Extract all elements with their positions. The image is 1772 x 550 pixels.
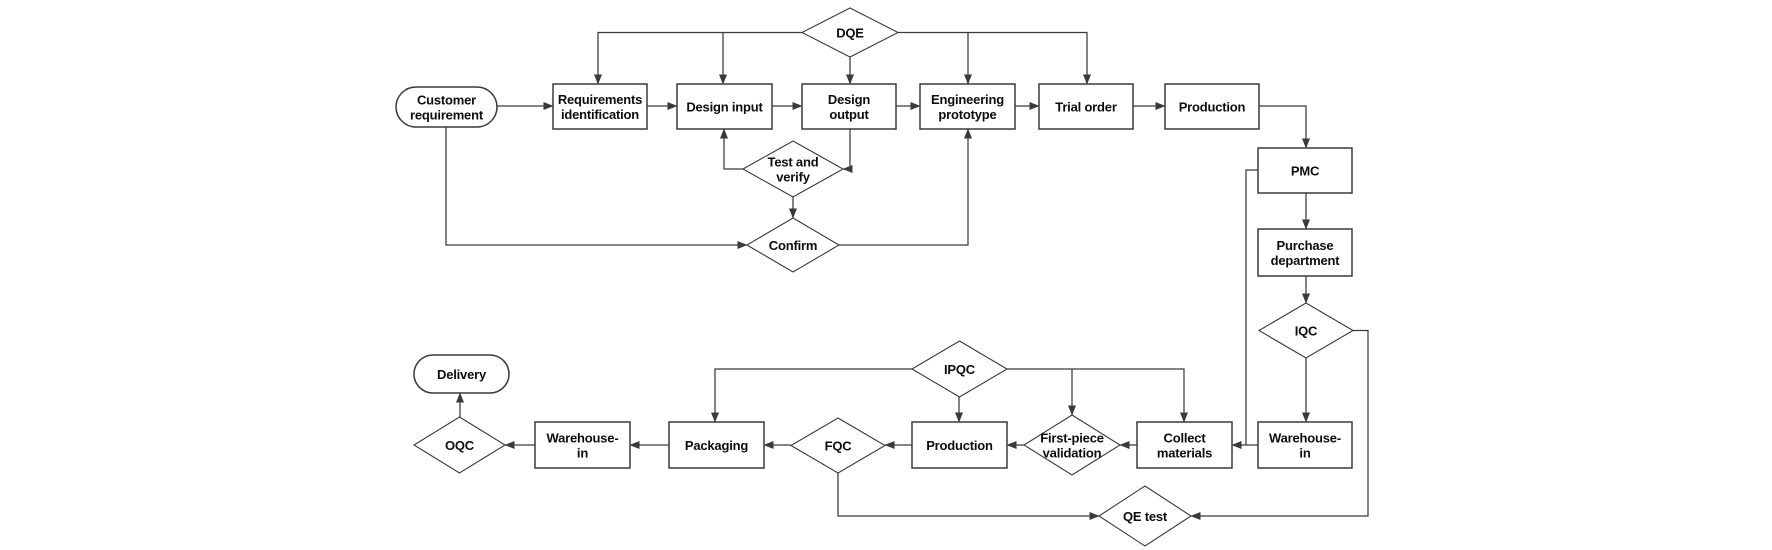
diamond-shape bbox=[741, 140, 845, 198]
node-warehouse-in-left: Warehouse-in bbox=[534, 421, 631, 469]
node-label-fqc: FQC bbox=[825, 439, 853, 454]
diamond-shape bbox=[412, 416, 507, 474]
box-shape bbox=[668, 421, 765, 469]
diamond-shape bbox=[1097, 485, 1193, 547]
node-label-qe-test: QE test bbox=[1123, 509, 1168, 524]
box-shape bbox=[1257, 421, 1353, 469]
node-label-production-top: Production bbox=[1179, 100, 1246, 115]
edge-design-output--test-and-verify bbox=[842, 129, 853, 173]
box-shape bbox=[534, 421, 631, 469]
node-delivery: Delivery bbox=[413, 354, 510, 394]
node-label-dqe: DQE bbox=[836, 26, 864, 41]
diamond-shape bbox=[800, 7, 900, 58]
node-label-confirm: Confirm bbox=[769, 238, 817, 253]
node-label-packaging: Packaging bbox=[685, 438, 748, 453]
node-iqc: IQC bbox=[1257, 302, 1355, 359]
edge-confirm--engineering-prototype bbox=[839, 128, 972, 246]
edge-production-top--pmc bbox=[1259, 105, 1310, 149]
node-pmc: PMC bbox=[1257, 147, 1353, 194]
node-production-bottom: Production bbox=[911, 421, 1008, 469]
box-shape bbox=[1164, 83, 1260, 130]
node-label-design-input: Design input bbox=[686, 100, 763, 115]
box-shape bbox=[1038, 83, 1134, 130]
edge-customer-requirement--confirm bbox=[445, 127, 748, 249]
node-confirm: Confirm bbox=[745, 217, 841, 273]
node-label-warehouse-in-right: Warehouse-in bbox=[1269, 431, 1341, 461]
edge-dqe--requirements-identification bbox=[594, 31, 802, 85]
node-trial-order: Trial order bbox=[1038, 83, 1134, 130]
edge-iqc--qe-test bbox=[1190, 329, 1369, 520]
edge-ipqc--packaging bbox=[711, 368, 912, 423]
stadium-shape bbox=[413, 354, 510, 394]
diamond-shape bbox=[745, 217, 841, 273]
node-ipqc: IPQC bbox=[910, 340, 1009, 398]
node-label-delivery: Delivery bbox=[437, 367, 487, 382]
node-fqc: FQC bbox=[789, 417, 887, 474]
diamond-shape bbox=[1022, 414, 1122, 476]
edge-dqe--trial-order bbox=[898, 31, 1091, 85]
node-label-ipqc: IPQC bbox=[944, 362, 976, 377]
box-shape bbox=[1257, 228, 1353, 277]
node-label-pmc: PMC bbox=[1291, 164, 1320, 179]
diamond-shape bbox=[910, 340, 1009, 398]
node-design-input: Design input bbox=[676, 83, 773, 130]
node-label-oqc: OQC bbox=[445, 438, 475, 453]
box-shape bbox=[1257, 147, 1353, 194]
edge-pmc--collect-materials-junction bbox=[1245, 169, 1258, 445]
box-shape bbox=[911, 421, 1008, 469]
node-label-warehouse-in-left: Warehouse-in bbox=[547, 431, 619, 461]
node-dqe: DQE bbox=[800, 7, 900, 58]
box-shape bbox=[552, 83, 648, 130]
box-shape bbox=[919, 83, 1016, 130]
node-warehouse-in-right: Warehouse-in bbox=[1257, 421, 1353, 469]
node-label-production-bottom: Production bbox=[926, 438, 993, 453]
edge-ipqc--collect-materials bbox=[1007, 368, 1188, 423]
edge-fqc--qe-test bbox=[837, 473, 1100, 520]
node-label-trial-order: Trial order bbox=[1055, 100, 1117, 115]
node-production-top: Production bbox=[1164, 83, 1260, 130]
box-shape bbox=[676, 83, 773, 130]
node-oqc: OQC bbox=[412, 416, 507, 474]
diamond-shape bbox=[789, 417, 887, 474]
edge-test-and-verify--design-input bbox=[720, 128, 743, 170]
stadium-shape bbox=[395, 86, 498, 128]
node-packaging: Packaging bbox=[668, 421, 765, 469]
node-qe-test: QE test bbox=[1097, 485, 1193, 547]
diamond-shape bbox=[1257, 302, 1355, 359]
box-shape bbox=[1136, 421, 1233, 469]
node-label-iqc: IQC bbox=[1295, 324, 1318, 339]
box-shape bbox=[801, 83, 897, 130]
